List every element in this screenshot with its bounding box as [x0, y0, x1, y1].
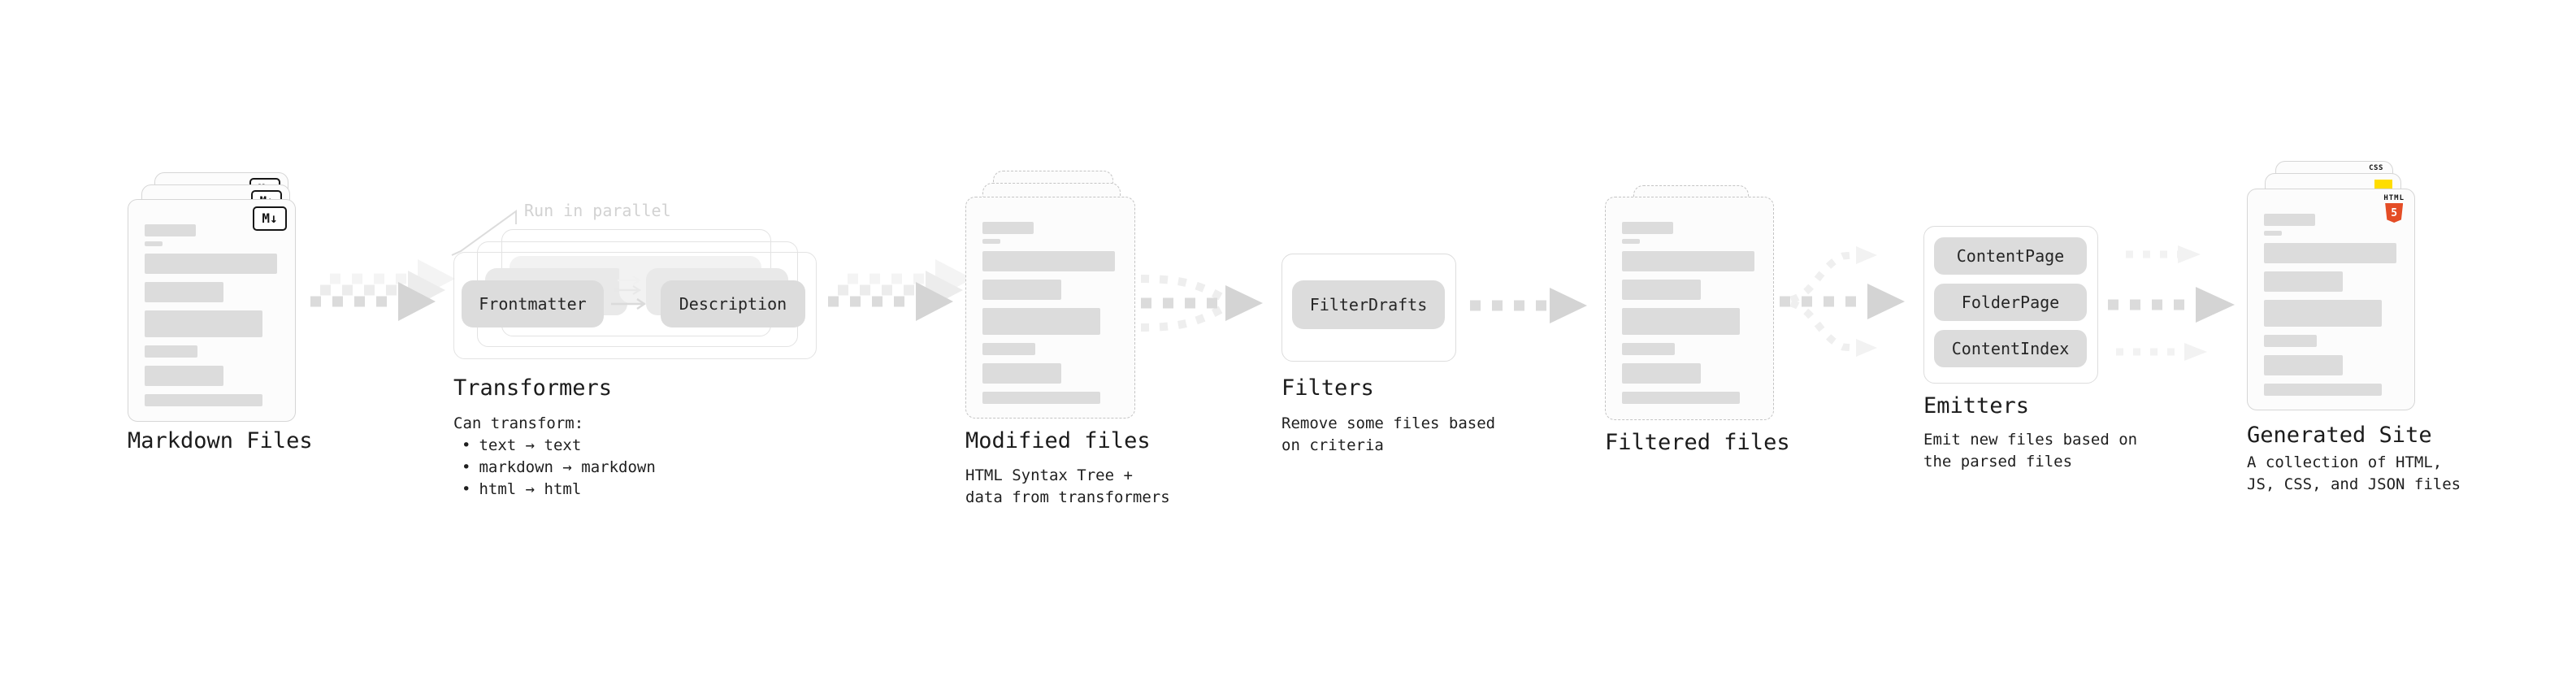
- skeleton-line: [1622, 222, 1673, 234]
- fan-in-branch-top: [1140, 275, 1223, 301]
- transformers-title: Transformers: [453, 375, 613, 401]
- skeleton-line: [982, 280, 1061, 300]
- arrow-emitters-to-site: [2108, 245, 2235, 361]
- skeleton-line: [1622, 280, 1701, 300]
- skeleton-line: [145, 254, 277, 274]
- transformer-node-frontmatter: Frontmatter: [462, 280, 604, 327]
- arrow-layer-front: [310, 282, 436, 321]
- callout-line: [451, 210, 517, 256]
- skeleton-line: [2264, 243, 2396, 263]
- run-in-parallel-callout: Run in parallel: [524, 201, 671, 220]
- skeleton-line: [145, 282, 223, 302]
- emitters-title: Emitters: [1923, 393, 2030, 419]
- arrow-modified-to-filters: [1140, 275, 1263, 332]
- arrow-filtered-to-emitters: [1780, 246, 1905, 357]
- skeleton-line: [982, 363, 1061, 384]
- bullet-item: html → html: [453, 479, 656, 501]
- filtered-file-card-front: [1605, 197, 1774, 420]
- arrow-filters-to-filtered: [1470, 288, 1587, 323]
- css-icon-label: CSS: [2369, 164, 2383, 172]
- modified-file-card-front: [965, 197, 1135, 419]
- skeleton-line: [1622, 239, 1640, 244]
- skeleton-line: [1622, 308, 1740, 335]
- skeleton-line: [1622, 392, 1740, 404]
- js-icon: [2374, 180, 2392, 189]
- parallel-arrows-icon: [611, 275, 647, 310]
- skeleton-line: [1622, 343, 1675, 355]
- html5-icon-shield: 5: [2385, 203, 2404, 223]
- skeleton-line: [1622, 363, 1701, 384]
- skeleton-line: [2264, 214, 2315, 226]
- arrow-layer-front: [828, 282, 953, 321]
- skeleton-line: [2264, 355, 2343, 375]
- generated-site-title: Generated Site: [2247, 423, 2432, 448]
- emitter-node-contentpage: ContentPage: [1934, 237, 2087, 275]
- skeleton-line: [982, 392, 1100, 404]
- transformers-bullet-list: text → text markdown → markdown html → h…: [453, 435, 656, 501]
- skeleton-line: [2264, 384, 2382, 396]
- markdown-files-title: Markdown Files: [128, 428, 313, 453]
- skeleton-line: [982, 239, 1000, 244]
- filters-title: Filters: [1281, 375, 1374, 401]
- filtered-files-title: Filtered files: [1605, 430, 1790, 455]
- emitters-desc: Emit new files based on the parsed files: [1923, 431, 2138, 471]
- skeleton-line: [982, 251, 1115, 271]
- fan-out-branch-top: [1789, 251, 1854, 304]
- markdown-file-card-front: M↓: [128, 199, 296, 422]
- skeleton-line: [145, 394, 262, 406]
- arrow-transformers-to-modified: [828, 259, 973, 321]
- transformers-desc-heading: Can transform:: [453, 414, 584, 432]
- emitter-node-contentindex: ContentIndex: [1934, 330, 2087, 367]
- site-file-card-html: HTML 5: [2247, 189, 2415, 410]
- skeleton-line: [2264, 335, 2317, 347]
- skeleton-line: [982, 343, 1035, 355]
- skeleton-line: [2264, 271, 2343, 292]
- skeleton-line: [2264, 231, 2282, 236]
- filters-desc: Remove some files based on criteria: [1281, 414, 1496, 454]
- fan-in-branch-bottom: [1140, 306, 1223, 332]
- emitter-node-folderpage: FolderPage: [1934, 284, 2087, 321]
- bullet-item: markdown → markdown: [453, 457, 655, 479]
- filter-node-filterdrafts: FilterDrafts: [1292, 280, 1445, 329]
- transformer-node-description: Description: [661, 280, 805, 327]
- skeleton-line: [145, 345, 197, 358]
- transformers-frame-front: [453, 252, 817, 359]
- html5-icon-label: HTML: [2383, 194, 2405, 202]
- modified-files-desc: HTML Syntax Tree + data from transformer…: [965, 466, 1170, 506]
- skeleton-line: [145, 241, 163, 246]
- skeleton-line: [2264, 300, 2382, 327]
- arrow-markdown-to-transformers: [310, 259, 455, 321]
- generated-site-desc: A collection of HTML, JS, CSS, and JSON …: [2247, 453, 2461, 493]
- modified-files-title: Modified files: [965, 428, 1151, 453]
- markdown-icon: M↓: [253, 206, 287, 231]
- bullet-item: text → text: [453, 435, 656, 457]
- skeleton-line: [145, 310, 262, 337]
- skeleton-line: [1622, 251, 1754, 271]
- skeleton-line: [982, 308, 1100, 335]
- skeleton-line: [145, 224, 196, 236]
- html5-icon: HTML 5: [2383, 194, 2405, 223]
- fan-out-branch-bottom: [1789, 299, 1854, 352]
- skeleton-line: [145, 366, 223, 386]
- skeleton-line: [982, 222, 1034, 234]
